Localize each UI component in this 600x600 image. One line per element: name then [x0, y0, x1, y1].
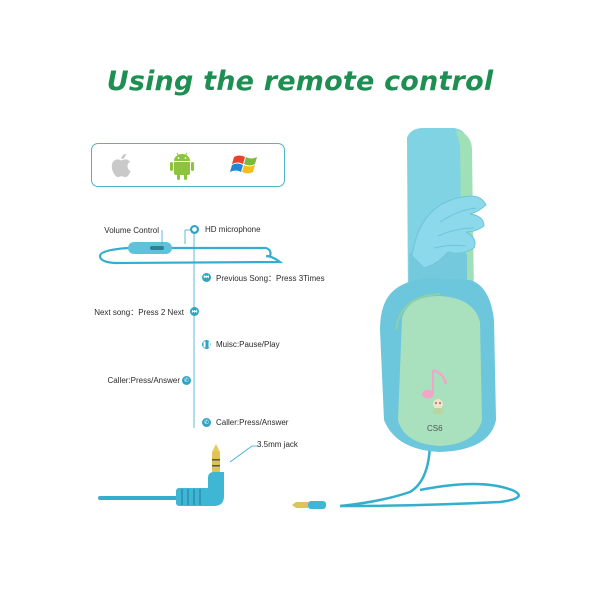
- headphone-cable: [339, 439, 432, 508]
- label-hd-microphone: HD microphone: [205, 225, 261, 234]
- phone-icon-right: ✆: [202, 418, 211, 427]
- apple-icon: [111, 153, 131, 178]
- label-jack: 3.5mm jack: [257, 440, 298, 449]
- headphone-plug: [296, 502, 308, 508]
- pause-play-icon: ❚❚: [202, 340, 213, 349]
- jack-plug: [212, 452, 220, 472]
- label-music: Muisc:Pause/Play: [216, 340, 280, 349]
- page-title: Using the remote control: [106, 66, 494, 97]
- label-caller-right: Caller:Press/Answer: [216, 418, 289, 427]
- music-note-logo: [422, 368, 448, 414]
- ear-cup-inner: [398, 296, 482, 446]
- label-caller-left: Caller:Press/Answer: [107, 376, 180, 385]
- model-label: CS6: [427, 424, 443, 433]
- phone-icon-left: ✆: [182, 376, 191, 385]
- label-previous-song: Previous Song：Press 3Times: [216, 274, 325, 283]
- jack-strain-relief: [176, 488, 216, 506]
- previous-track-icon: ⏮: [202, 273, 211, 282]
- jack-housing: [208, 472, 224, 506]
- label-next-song: Next song：Press 2 Next: [94, 308, 184, 317]
- os-compatibility-box: [91, 143, 285, 187]
- microphone-icon: ●: [190, 225, 199, 234]
- android-icon: [170, 152, 194, 180]
- remote-cable: [98, 254, 284, 265]
- next-track-icon: ⏭: [190, 307, 199, 316]
- volume-rocker: [150, 246, 164, 250]
- label-volume-control: Volume Control: [104, 226, 159, 235]
- windows-icon: [230, 155, 257, 174]
